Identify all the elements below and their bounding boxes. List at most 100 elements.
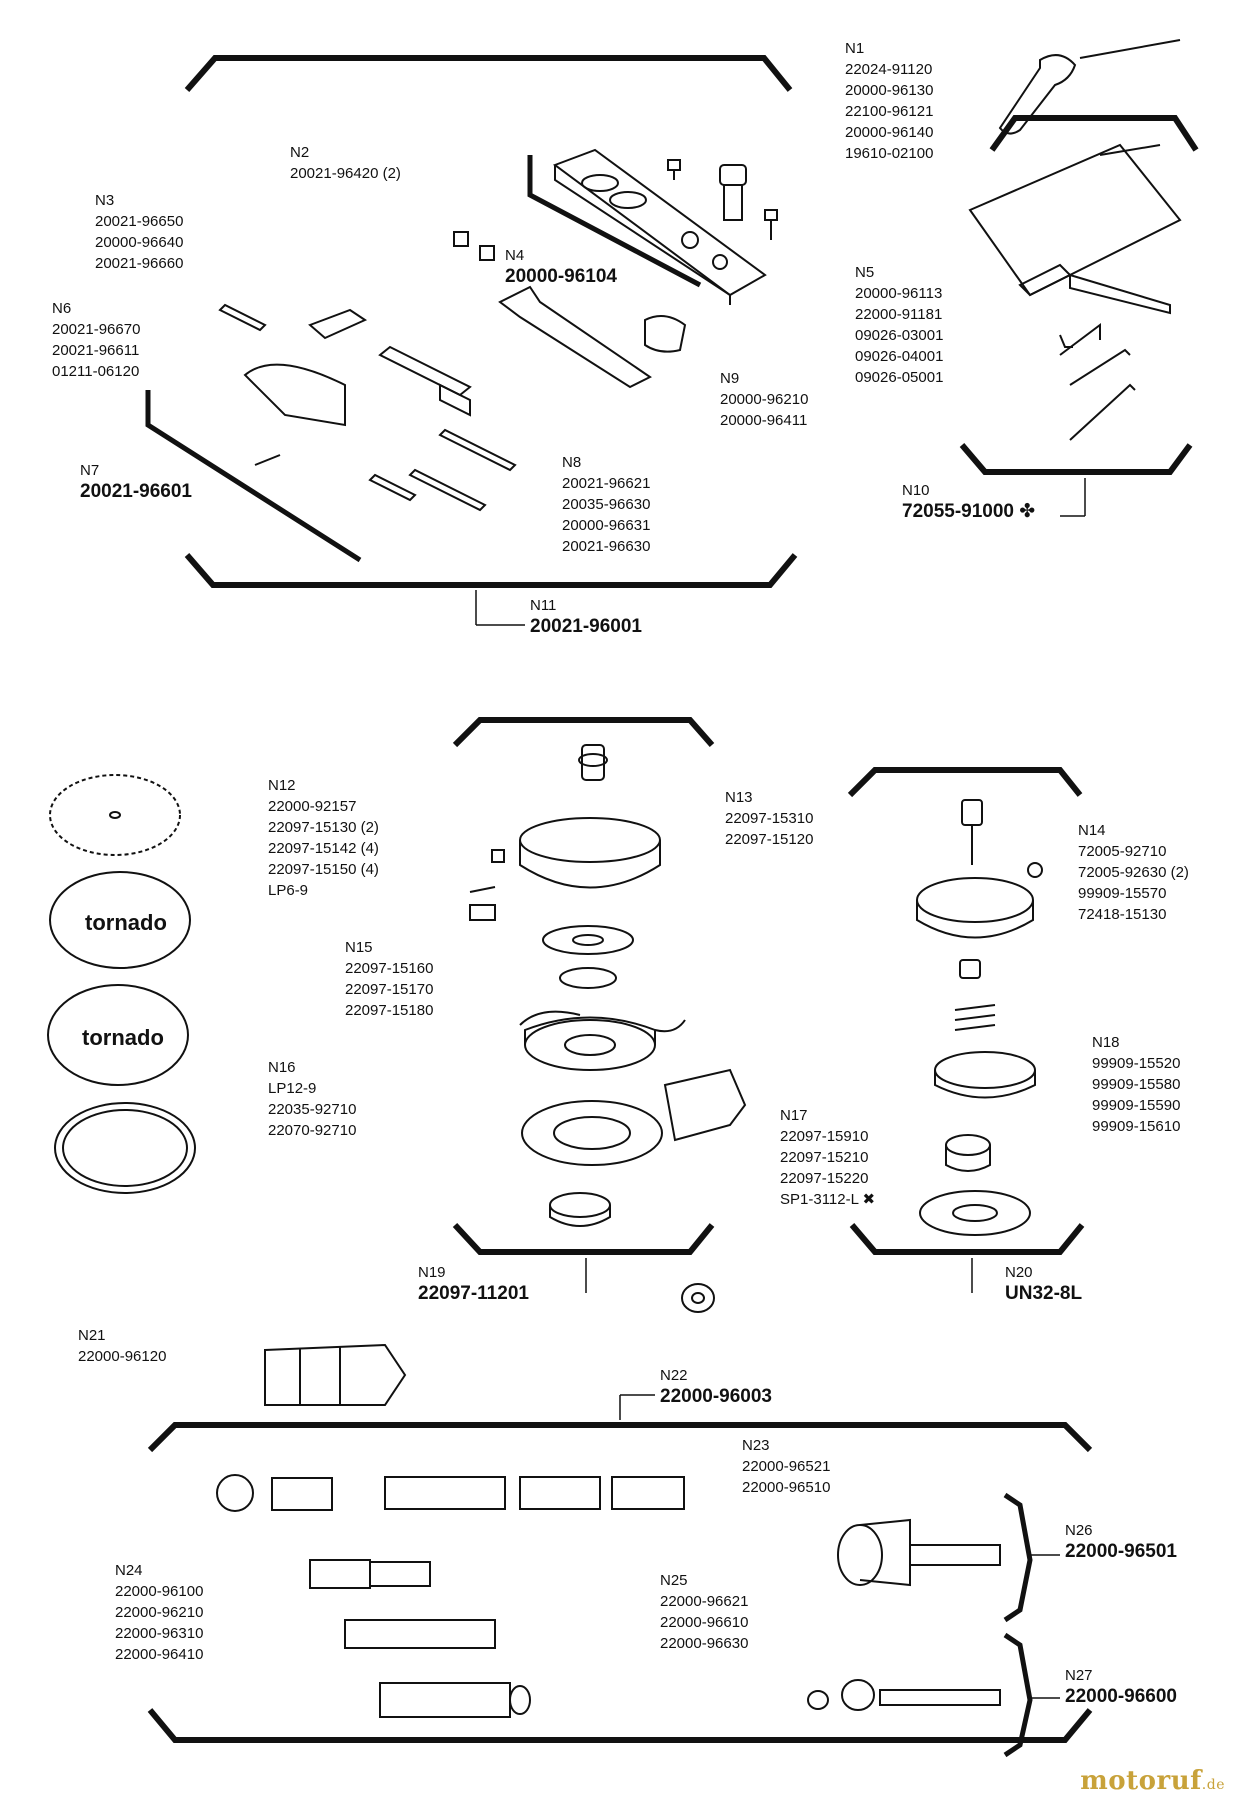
group-n2: N2 20021-96420 (2) [290, 142, 401, 184]
part-number: 22000-96510 [742, 1479, 831, 1496]
part-number: LP6-9 [268, 882, 309, 899]
part-number: 09026-03001 [855, 327, 944, 344]
part-number: 72418-15130 [1078, 906, 1167, 923]
trimmer-head-n13 [469, 744, 661, 921]
part-number: 22070-92710 [268, 1122, 357, 1139]
svg-text:tornado: tornado [85, 910, 167, 935]
watermark-tld: .de [1201, 1777, 1225, 1793]
bracket-n19-bottom [452, 1222, 715, 1255]
part-number: 72005-92630 (2) [1078, 864, 1189, 881]
group-id: N16 [268, 1059, 296, 1076]
part-number: 20000-96104 [505, 266, 617, 287]
group-id: N1 [845, 40, 865, 57]
watermark-brand: motoruf [1080, 1766, 1202, 1796]
part-number: 22000-96521 [742, 1458, 831, 1475]
group-n7: N7 20021-96601 [80, 460, 192, 502]
part-number: 22100-96121 [845, 103, 934, 120]
bolts-n1 [667, 159, 778, 240]
group-id: N24 [115, 1562, 143, 1579]
group-n11: N11 20021-96001 [530, 595, 642, 637]
bracket-n26 [1003, 1492, 1033, 1623]
part-number: 20021-96650 [95, 213, 184, 230]
part-number: 22097-15130 (2) [268, 819, 379, 836]
part-number: 20021-96420 (2) [290, 165, 401, 182]
group-n25: N25 22000-96621 22000-96610 22000-96630 [660, 1570, 748, 1654]
group-n20: N20 UN32-8L [1005, 1262, 1082, 1304]
group-id: N27 [1065, 1667, 1093, 1684]
part-number: 22097-15142 (4) [268, 840, 379, 857]
bracket-n10-top [989, 115, 1199, 152]
part-number: 22097-15150 (4) [268, 861, 379, 878]
part-number: 22000-96630 [660, 1635, 749, 1652]
part-number: 09026-05001 [855, 369, 944, 386]
part-number: 22000-96210 [115, 1604, 204, 1621]
bracket-n11-bottom [184, 553, 798, 588]
part-number: 20021-96630 [562, 538, 651, 555]
bracket-n7 [145, 390, 362, 563]
group-n1: N1 22024-91120 20000-96130 22100-96121 2… [845, 38, 933, 164]
part-number: 20000-96130 [845, 82, 934, 99]
part-number: 22000-96310 [115, 1625, 204, 1642]
plate-20000-96104 [552, 148, 767, 305]
bracket-n22-top [147, 1422, 1093, 1453]
part-number: 09026-04001 [855, 348, 944, 365]
part-number: LP12-9 [268, 1080, 317, 1097]
bracket-n10-bottom [959, 443, 1193, 475]
part-number: 20021-96601 [80, 481, 192, 502]
group-id: N21 [78, 1327, 106, 1344]
group-n24: N24 22000-96100 22000-96210 22000-96310 … [115, 1560, 203, 1665]
group-n16: N16 LP12-9 22035-92710 22070-92710 [268, 1057, 356, 1141]
group-n22: N22 22000-96003 [660, 1365, 772, 1407]
group-n17: N17 22097-15910 22097-15210 22097-15220 … [780, 1105, 875, 1210]
part-number: 99909-15570 [1078, 885, 1167, 902]
tube-sections-n24 [216, 1474, 685, 1718]
group-n14: N14 72005-92710 72005-92630 (2) 99909-15… [1078, 820, 1189, 925]
group-n3: N3 20021-96650 20000-96640 20021-96660 [95, 190, 183, 274]
group-n23: N23 22000-96521 22000-96510 [742, 1435, 830, 1498]
group-id: N2 [290, 144, 310, 161]
bracket-n22-bottom [147, 1708, 1093, 1743]
watermark-logo: motoruf.de [1080, 1766, 1225, 1796]
part-number: 22097-15160 [345, 960, 434, 977]
part-number: 72005-92710 [1078, 843, 1167, 860]
part-number: 99909-15520 [1092, 1055, 1181, 1072]
knob-22097-15220 [549, 1192, 611, 1227]
part-number: 99909-15580 [1092, 1076, 1181, 1093]
group-id: N5 [855, 264, 875, 281]
part-number: 22097-15120 [725, 831, 814, 848]
spanners-n5 [1018, 263, 1171, 441]
part-number: SP1-3112-L ✖ [780, 1191, 876, 1208]
part-number: 22000-96501 [1065, 1541, 1177, 1562]
part-number: 22000-96600 [1065, 1686, 1177, 1707]
part-number: 20000-96140 [845, 124, 934, 141]
group-n5: N5 20000-96113 22000-91181 09026-03001 0… [855, 262, 943, 388]
shaft-assembly-n3-n8 [218, 303, 517, 512]
group-id: N11 [530, 597, 557, 614]
bracket-n4 [527, 155, 702, 288]
group-id: N19 [418, 1264, 446, 1281]
part-number: 22000-96003 [660, 1386, 772, 1407]
group-id: N9 [720, 370, 740, 387]
bracket-n20-bottom [849, 1223, 1085, 1255]
group-n21: N21 22000-96120 [78, 1325, 166, 1367]
trimmer-head-n14 [916, 799, 1043, 979]
group-n15: N15 22097-15160 22097-15170 22097-15180 [345, 937, 433, 1021]
part-number: 22000-96100 [115, 1583, 204, 1600]
spool-parts-n18 [919, 1004, 1036, 1236]
spool-parts-n15 [519, 925, 686, 1071]
group-id: N18 [1092, 1034, 1120, 1051]
nut-sp1-3112-l [681, 1283, 715, 1313]
part-number: 20000-96640 [95, 234, 184, 251]
svg-text:tornado: tornado [82, 1025, 164, 1050]
part-number: 20021-96621 [562, 475, 651, 492]
group-id: N4 [505, 247, 525, 264]
part-number: 22000-96621 [660, 1593, 749, 1610]
group-n8: N8 20021-96621 20035-96630 20000-96631 2… [562, 452, 650, 557]
group-n19: N19 22097-11201 [418, 1262, 529, 1304]
group-n26: N26 22000-96501 [1065, 1520, 1177, 1562]
part-number: 20035-96630 [562, 496, 651, 513]
spool-cover-22097-15210 [521, 1100, 663, 1166]
wrench-22024-91120 [998, 39, 1181, 135]
bracket-n19-top [452, 717, 715, 748]
group-id: N3 [95, 192, 115, 209]
